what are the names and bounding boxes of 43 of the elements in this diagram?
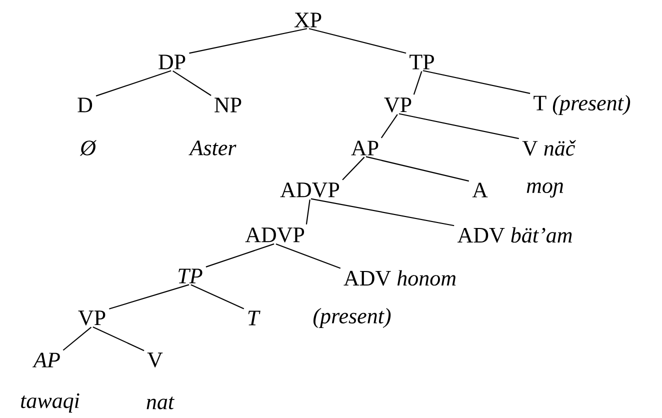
- tree-branch: [189, 28, 308, 54]
- tree-node-label: D: [78, 98, 92, 112]
- word-label: tawaqi: [21, 393, 80, 413]
- tree-node-label: AP: [351, 140, 378, 156]
- tree-node-label: DP: [158, 54, 186, 70]
- word-label: nat: [146, 396, 174, 410]
- tree-node-label: TP: [178, 268, 202, 284]
- tree-node-label: ADV bät’am: [457, 227, 572, 243]
- tree-branch: [172, 70, 212, 96]
- tree-node-label: ADV honom: [344, 270, 456, 286]
- tree-node-label: XP: [294, 12, 322, 28]
- tree-node-label: NP: [214, 98, 242, 112]
- word-label: Aster: [188, 140, 236, 156]
- tree-branch: [92, 326, 144, 352]
- tree-branch: [109, 284, 190, 310]
- tree-node-label: V näč: [522, 140, 576, 156]
- tree-branch: [310, 198, 454, 226]
- word-label: moɲ: [526, 182, 564, 198]
- tree-branch: [306, 200, 310, 224]
- tree-node-label: VP: [78, 310, 106, 326]
- tree-node-label: A: [472, 182, 488, 198]
- tree-branch: [276, 243, 341, 269]
- tree-branch: [422, 70, 530, 94]
- tree-node-label: T: [248, 310, 260, 326]
- tree-branch: [96, 70, 172, 96]
- tree-node-label: ADVP: [280, 182, 340, 198]
- tree-branch: [190, 284, 244, 310]
- tree-node-label: TP: [410, 54, 434, 70]
- tree-branch: [380, 114, 398, 138]
- tree-node-label: AP: [32, 352, 60, 368]
- tree-branch: [398, 113, 519, 140]
- tree-node-label: T (present): [534, 95, 630, 115]
- tree-branch: [366, 156, 470, 182]
- tree-node-label: VP: [384, 98, 412, 112]
- tree-node-label: V: [147, 352, 163, 368]
- tree-branch: [62, 326, 92, 351]
- tree-branch: [308, 28, 406, 54]
- word-label: Ø: [80, 140, 97, 156]
- word-label: (present): [313, 308, 391, 328]
- tree-node-label: ADVP: [245, 228, 304, 242]
- tree-branch: [342, 156, 365, 180]
- tree-branch: [206, 243, 274, 268]
- tree-branch: [413, 71, 422, 95]
